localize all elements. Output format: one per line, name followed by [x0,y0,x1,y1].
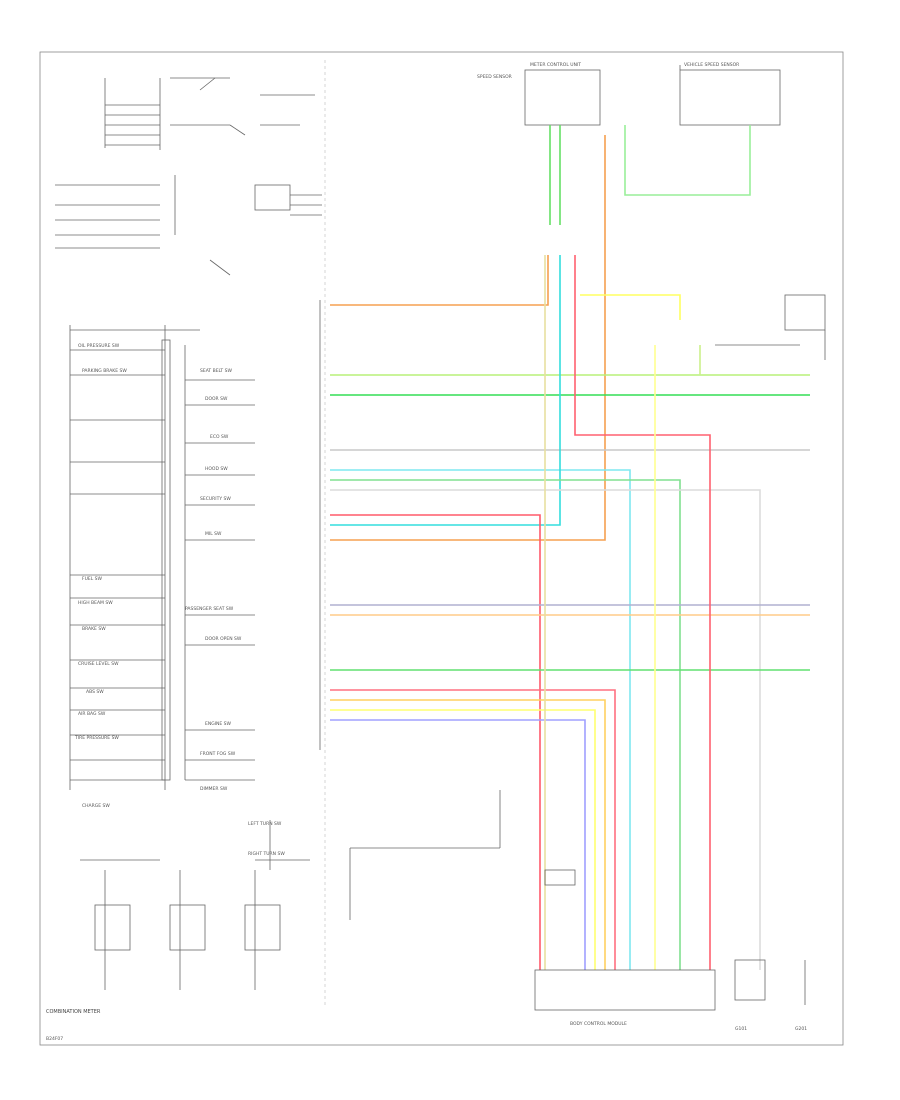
right-indicator-label-2: ECO SW [210,434,229,440]
indicator-label-9: CHARGE SW [82,803,110,809]
module-bottom-label: BODY CONTROL MODULE [570,1021,627,1027]
indicator-label-5: CRUISE LEVEL SW [78,661,119,667]
indicator-label-1: PARKING BRAKE SW [82,368,127,374]
right-indicator-label-1: DOOR SW [205,396,228,402]
diagram-frame [39,51,844,1046]
body-control-module [349,790,806,1011]
ground-bottom-right-label: G201 [795,1026,807,1032]
sensor-top-left-label: SPEED SENSOR [477,74,512,80]
footer-code: B24F07 [46,1036,63,1042]
indicator-label-3: HIGH BEAM SW [78,600,113,606]
upper-left-switch-block [55,77,322,276]
right-indicator-label-3: HOOD SW [205,466,228,472]
sensor-top-right-label: VEHICLE SPEED SENSOR [684,62,739,68]
indicator-label-6: ABS SW [86,689,104,695]
right-indicator-label-4: SECURITY SW [200,496,231,502]
indicator-label-7: AIR BAG SW [78,711,106,717]
top-right-modules [524,65,781,126]
cluster-label: COMBINATION METER [46,1009,101,1015]
indicator-label-8: TIRE PRESSURE SW [74,735,119,741]
meter-module-label: METER CONTROL UNIT [530,62,581,68]
right-indicator-label-11: LEFT TURN SW [248,821,282,827]
indicator-label-0: OIL PRESSURE SW [78,343,120,349]
wire-harness [330,125,810,970]
right-indicator-label-0: SEAT BELT SW [200,368,232,374]
right-indicator-label-5: MIL SW [205,531,222,537]
right-indicator-label-8: ENGINE SW [205,721,232,727]
right-indicator-column [184,345,255,781]
ground-bottom-left-label: G101 [735,1026,747,1032]
right-indicator-label-10: DIMMER SW [200,786,228,792]
indicator-label-2: FUEL SW [82,576,103,582]
indicator-label-4: BRAKE SW [82,626,106,632]
right-indicator-label-7: DOOR OPEN SW [205,636,242,642]
indicator-column [69,325,200,790]
right-switch-module [715,294,826,360]
bottom-left-switches [80,820,310,990]
right-indicator-label-12: RIGHT TURN SW [248,851,285,857]
right-indicator-label-6: PASSENGER SEAT SW [185,606,234,612]
right-indicator-label-9: FRONT FOG SW [200,751,236,757]
